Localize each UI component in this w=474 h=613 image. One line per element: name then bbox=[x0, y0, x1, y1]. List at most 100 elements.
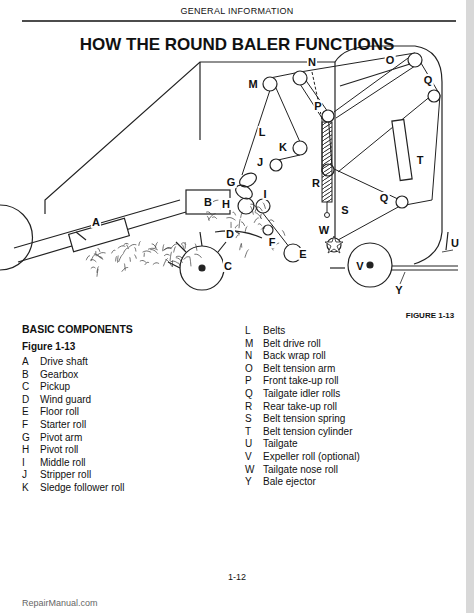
hay-stroke bbox=[91, 267, 96, 269]
callout-letter: K bbox=[278, 141, 288, 153]
hay-stroke bbox=[236, 235, 239, 238]
component-key: M bbox=[245, 337, 253, 348]
tailgate-outline bbox=[335, 46, 442, 264]
component-key: L bbox=[245, 325, 251, 336]
header-rule bbox=[22, 20, 456, 22]
component-key: A bbox=[22, 356, 29, 367]
hay-stroke bbox=[90, 260, 96, 262]
hay-stroke bbox=[207, 216, 209, 221]
component-name: Pivot roll bbox=[40, 444, 78, 455]
callout-letter: Q bbox=[423, 74, 434, 86]
hay-stroke bbox=[171, 244, 177, 248]
callout-letter: N bbox=[307, 56, 317, 68]
rolls bbox=[238, 53, 440, 287]
callout-letter: I bbox=[262, 188, 267, 200]
hay-stroke bbox=[263, 203, 266, 209]
hay-stroke bbox=[126, 245, 128, 249]
hay-stroke bbox=[95, 251, 96, 255]
component-name: Stripper roll bbox=[40, 469, 91, 480]
pickup bbox=[168, 232, 226, 290]
hay-stroke bbox=[233, 212, 236, 215]
component-name: Starter roll bbox=[40, 419, 86, 430]
hay-stroke bbox=[239, 219, 240, 228]
component-name: Back wrap roll bbox=[263, 350, 326, 361]
component-name: Belt tension arm bbox=[263, 362, 335, 373]
hay-stroke bbox=[164, 254, 170, 256]
tension-cylinder bbox=[340, 64, 412, 181]
component-key: R bbox=[245, 400, 252, 411]
component-key: B bbox=[22, 368, 29, 379]
hay-stroke bbox=[134, 255, 136, 259]
nose-roll-star bbox=[325, 236, 343, 253]
component-name: Floor roll bbox=[40, 406, 79, 417]
hay-stroke bbox=[212, 217, 217, 219]
hay-stroke bbox=[177, 263, 180, 266]
hay-stroke bbox=[185, 242, 186, 249]
component-key: V bbox=[245, 451, 252, 462]
callout-letter: D bbox=[225, 228, 235, 240]
hay-stroke bbox=[123, 248, 128, 253]
hay-stroke bbox=[129, 244, 137, 247]
hay-stroke bbox=[282, 230, 285, 235]
hay-stroke bbox=[250, 206, 253, 214]
hay-stroke bbox=[123, 243, 128, 245]
callout-letter: P bbox=[313, 100, 322, 112]
gearbox bbox=[186, 190, 230, 214]
hay-stroke bbox=[190, 257, 191, 267]
hay-stroke bbox=[98, 248, 100, 251]
hay-stroke bbox=[145, 262, 149, 265]
callout-letter: S bbox=[340, 204, 349, 216]
pivot-arm bbox=[233, 170, 259, 201]
hay-stroke bbox=[119, 254, 124, 262]
callout-letter: R bbox=[311, 177, 321, 189]
hay-stroke bbox=[140, 260, 146, 262]
component-name: Tailgate bbox=[263, 438, 297, 449]
component-key: I bbox=[22, 456, 25, 467]
callout-letter: H bbox=[221, 198, 231, 210]
watermark: RepairManual.com bbox=[22, 599, 98, 609]
component-key: H bbox=[22, 444, 29, 455]
component-name: Tailgate nose roll bbox=[263, 463, 338, 474]
component-name: Wind guard bbox=[40, 393, 91, 404]
callout-letter: L bbox=[258, 126, 267, 138]
callout-letter: W bbox=[318, 224, 330, 236]
hay-stroke bbox=[240, 243, 242, 247]
hay-stroke bbox=[155, 242, 157, 248]
hay-stroke bbox=[269, 220, 274, 222]
hay-stroke bbox=[165, 259, 172, 266]
page-title: HOW THE ROUND BALER FUNCTIONS bbox=[80, 36, 394, 55]
hay-stroke bbox=[129, 257, 131, 261]
hay-flow bbox=[86, 200, 285, 277]
hay-stroke bbox=[97, 253, 105, 256]
callout-letter: U bbox=[450, 237, 460, 249]
hay-stroke bbox=[241, 222, 245, 226]
component-key: C bbox=[22, 381, 29, 392]
bale-ejector bbox=[392, 232, 458, 270]
callout-letter: C bbox=[223, 260, 233, 272]
callout-letter: Y bbox=[394, 284, 403, 296]
component-key: F bbox=[22, 419, 28, 430]
hay-stroke bbox=[118, 246, 125, 248]
hay-stroke bbox=[255, 208, 258, 212]
figure-number: FIGURE 1-13 bbox=[406, 312, 454, 321]
component-key: P bbox=[245, 375, 252, 386]
hay-stroke bbox=[163, 248, 171, 250]
hay-stroke bbox=[100, 257, 103, 260]
component-key: G bbox=[22, 431, 30, 442]
callout-letter: T bbox=[416, 154, 425, 166]
component-name: Belt drive roll bbox=[263, 337, 321, 348]
callout-letter: M bbox=[247, 78, 258, 90]
hay-stroke bbox=[153, 263, 159, 265]
callout-letter: G bbox=[226, 176, 237, 188]
hay-stroke bbox=[116, 256, 117, 261]
component-name: Tailgate idler rolls bbox=[263, 388, 340, 399]
hay-stroke bbox=[226, 218, 235, 221]
component-name: Belts bbox=[263, 325, 285, 336]
component-key: J bbox=[22, 469, 27, 480]
component-name: Pickup bbox=[40, 381, 70, 392]
hay-stroke bbox=[245, 249, 249, 257]
component-key: Q bbox=[245, 388, 253, 399]
hay-stroke bbox=[258, 224, 262, 226]
belts bbox=[242, 53, 440, 248]
